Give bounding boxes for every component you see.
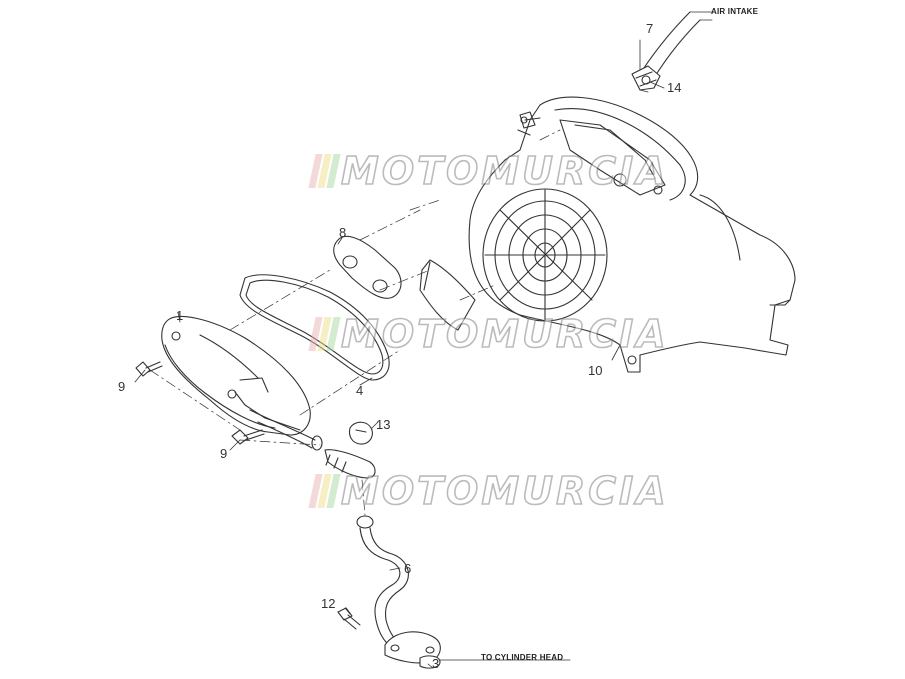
breather-pipe — [356, 515, 409, 653]
screw-lower — [231, 429, 265, 445]
assembly-lines — [149, 129, 561, 516]
callout-7: 7 — [646, 21, 654, 36]
hose-clamp — [348, 421, 373, 445]
callout-6: 6 — [404, 561, 412, 576]
watermark: MOTOMURCIA — [308, 312, 669, 356]
watermark-text: MOTOMURCIA — [340, 312, 669, 356]
callout-12: 12 — [321, 596, 336, 611]
screw-upper — [135, 361, 163, 377]
callout-4: 4 — [356, 383, 364, 398]
watermark-stripes — [308, 317, 341, 351]
cover — [161, 316, 323, 451]
fan-cover — [468, 96, 796, 373]
callout-3: 3 — [432, 656, 440, 671]
watermark-stripes — [308, 154, 341, 188]
callout-13: 13 — [376, 417, 391, 432]
watermark-text: MOTOMURCIA — [340, 149, 669, 193]
gasket — [239, 274, 390, 381]
connector-tube — [324, 449, 376, 479]
air-intake-label: AIR INTAKE — [711, 7, 759, 16]
hose-clip — [631, 65, 661, 91]
leader-lines — [134, 39, 665, 669]
callout-9-upper: 9 — [118, 379, 126, 394]
callout-9-lower: 9 — [220, 446, 228, 461]
plate — [333, 235, 402, 299]
to-cylinder-head-label: TO CYLINDER HEAD — [481, 653, 564, 662]
flap — [419, 259, 476, 331]
bolt — [337, 607, 361, 630]
callout-1: 1 — [176, 308, 184, 323]
watermark: MOTOMURCIA — [308, 149, 669, 193]
watermark-text: MOTOMURCIA — [340, 469, 669, 513]
watermark: MOTOMURCIA — [308, 469, 669, 513]
watermark-stripes — [308, 474, 341, 508]
callout-10: 10 — [588, 363, 603, 378]
pipe-flange — [384, 631, 441, 669]
callout-8: 8 — [339, 225, 347, 240]
callout-14: 14 — [667, 80, 682, 95]
